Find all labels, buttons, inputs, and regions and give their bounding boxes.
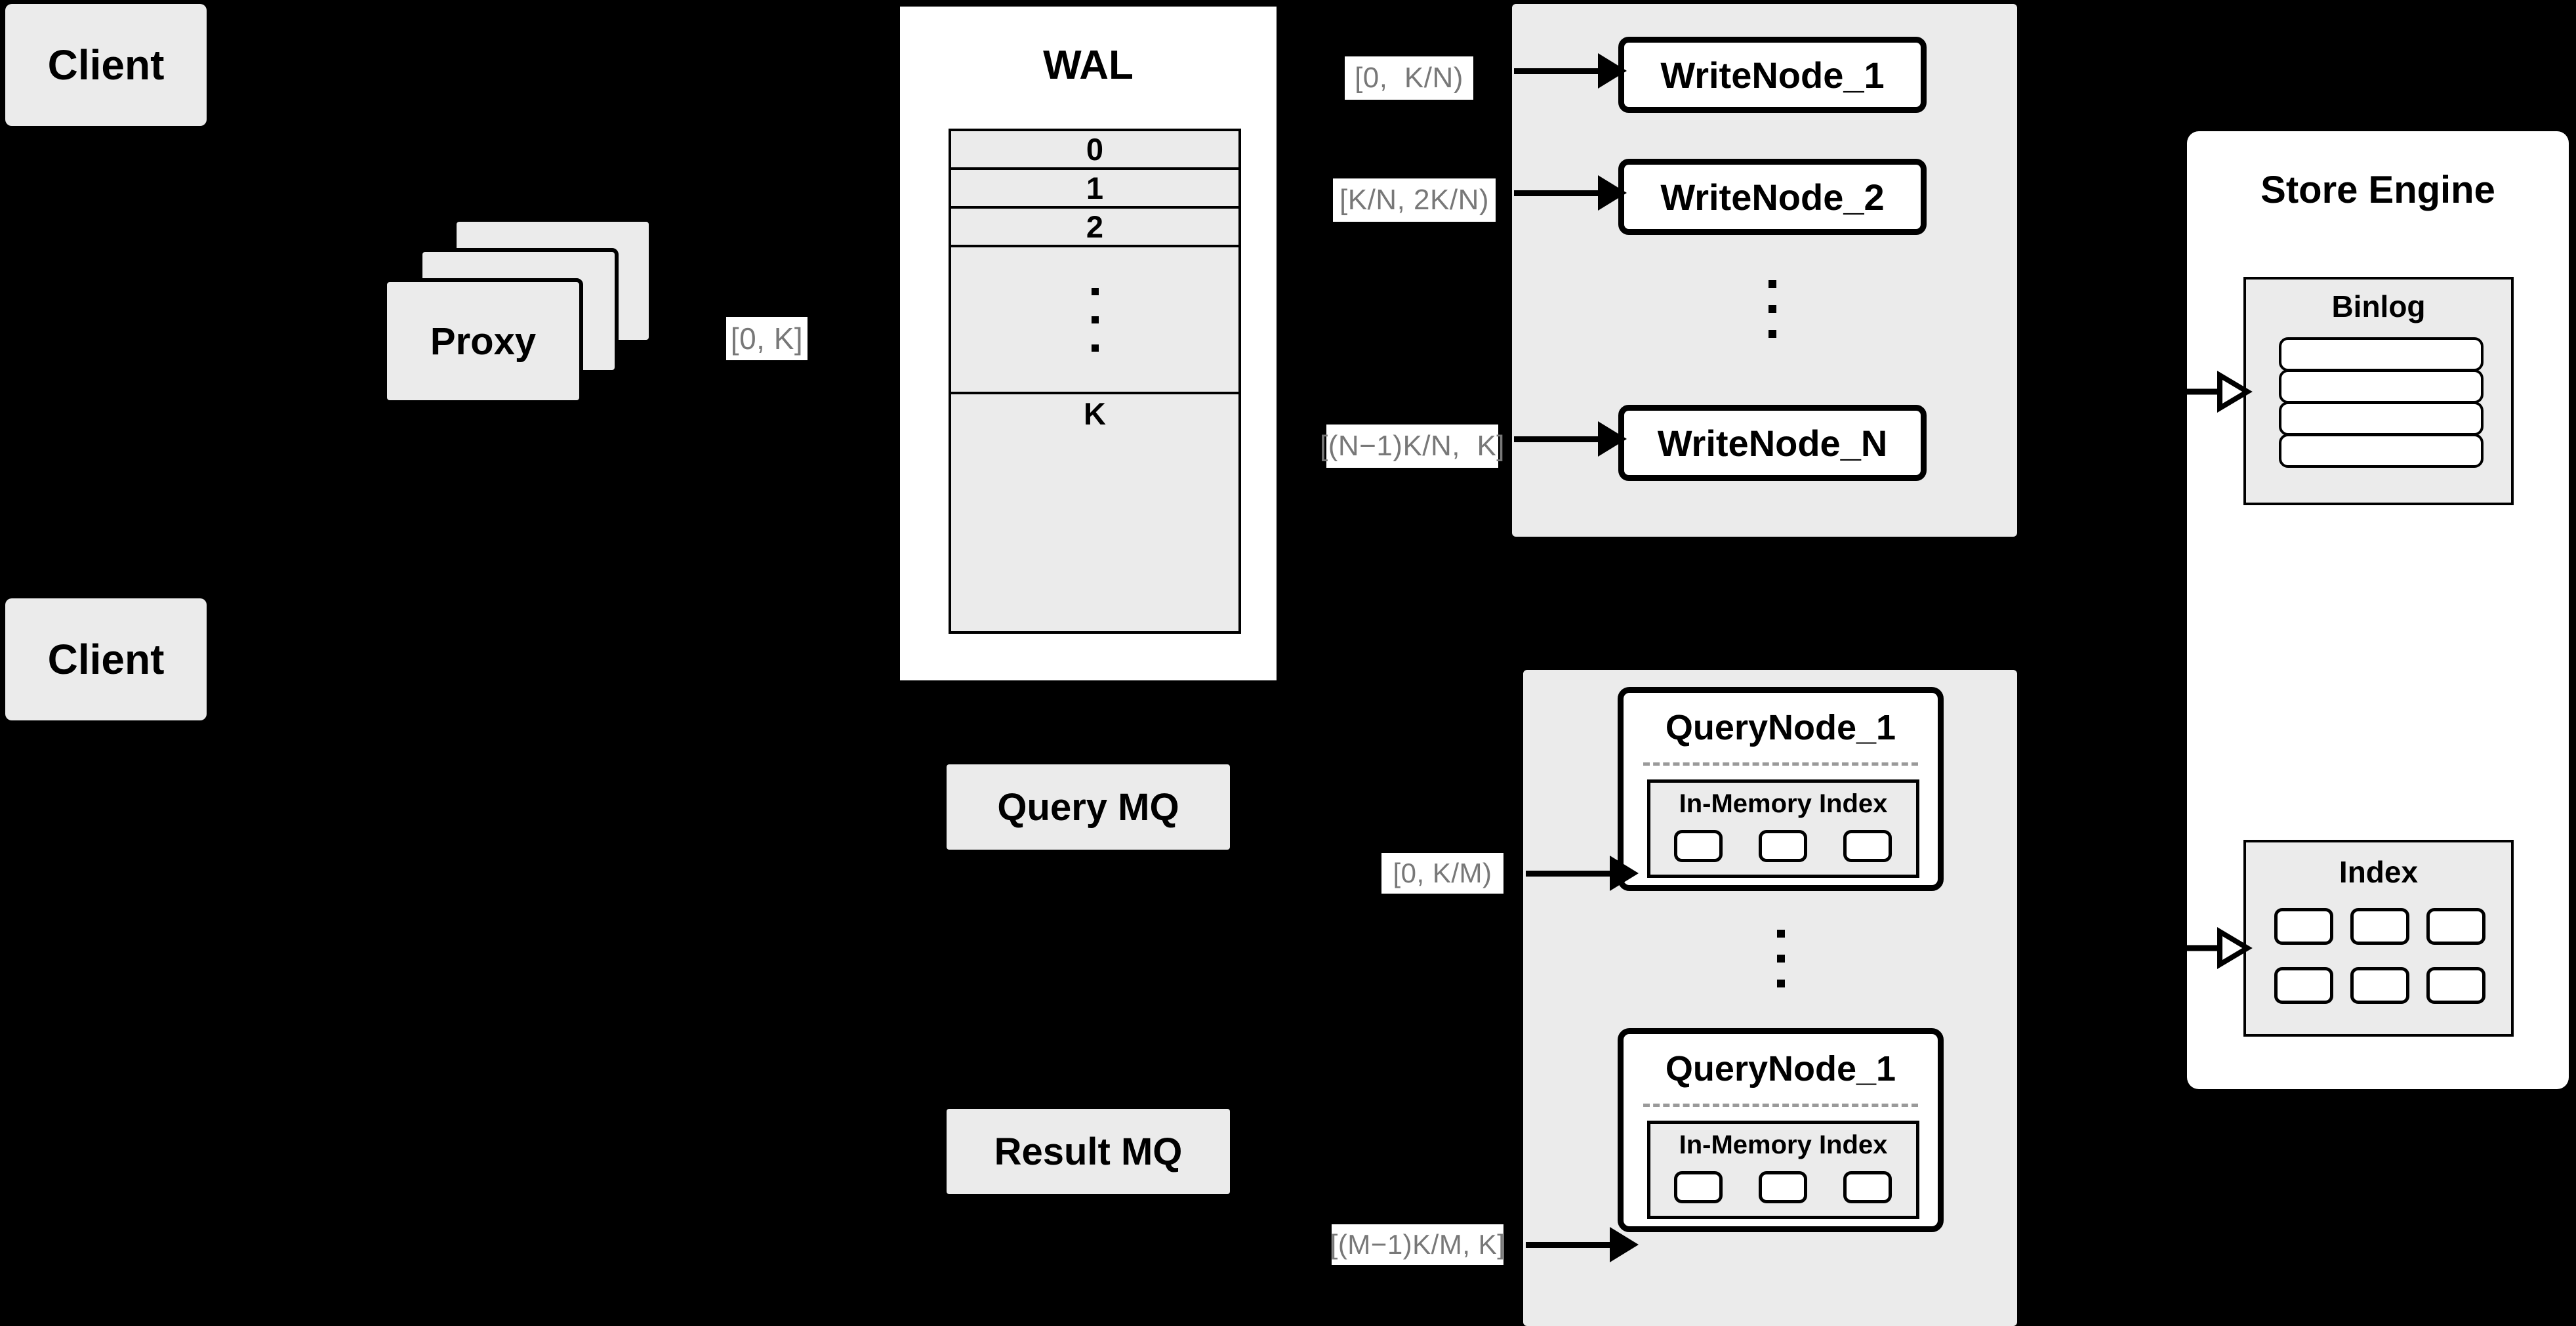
wal-title: WAL xyxy=(1043,43,1134,88)
in-memory-index-1: In-Memory Index xyxy=(1647,779,1919,878)
edge-label-write-node-1-text: [0, K/N) xyxy=(1355,62,1463,94)
binlog-row-3[interactable] xyxy=(2279,402,2484,436)
index-cell-6[interactable] xyxy=(2426,967,2485,1004)
write-node-1[interactable]: WriteNode_1 xyxy=(1618,37,1927,113)
query-node-m[interactable]: QueryNode_1 In-Memory Index xyxy=(1618,1028,1944,1232)
write-cluster-ellipsis xyxy=(1618,260,1927,358)
edge-label-write-node-n: [(N−1)K/N, K] xyxy=(1320,425,1505,468)
arrow-head-write-node-1 xyxy=(1598,53,1627,89)
open-arrowhead-binlog xyxy=(2217,370,2253,413)
in-memory-index-m-cell-3[interactable] xyxy=(1843,1171,1892,1203)
index-cell-3[interactable] xyxy=(2426,908,2485,945)
edge-label-proxy-to-wal: [0, K] xyxy=(726,317,808,360)
edge-label-query-node-1: [0, K/M) xyxy=(1381,853,1503,894)
index-cell-5[interactable] xyxy=(2350,967,2409,1004)
result-mq-label: Result MQ xyxy=(994,1130,1183,1173)
edge-label-query-node-m: [(M−1)K/M, K] xyxy=(1330,1224,1505,1265)
binlog-title: Binlog xyxy=(2331,289,2426,323)
index-box: Index xyxy=(2243,840,2514,1037)
edge-label-write-node-2-text: [K/N, 2K/N) xyxy=(1339,184,1489,216)
result-mq-node[interactable]: Result MQ xyxy=(947,1109,1230,1194)
query-cluster-ellipsis xyxy=(1618,909,1944,1008)
query-cluster-panel: QueryNode_1 In-Memory Index QueryNode_1 … xyxy=(1523,670,2017,1326)
query-node-1-label: QueryNode_1 xyxy=(1665,708,1896,747)
binlog-row-2[interactable] xyxy=(2279,369,2484,404)
wal-row-2-label: 2 xyxy=(1086,209,1104,244)
query-node-1-separator xyxy=(1643,762,1918,766)
edge-label-query-node-1-text: [0, K/M) xyxy=(1393,858,1492,888)
client-node-1-label: Client xyxy=(47,41,165,89)
wal-row-k[interactable]: K xyxy=(951,394,1238,433)
store-engine-title: Store Engine xyxy=(2260,169,2495,211)
wal-row-2[interactable]: 2 xyxy=(951,209,1238,247)
arrow-to-index xyxy=(2187,926,2253,970)
index-cell-1[interactable] xyxy=(2274,908,2333,945)
client-node-2[interactable]: Client xyxy=(5,598,207,720)
in-memory-index-m: In-Memory Index xyxy=(1647,1121,1919,1219)
arrow-head-write-node-n xyxy=(1598,421,1627,457)
write-node-1-label: WriteNode_1 xyxy=(1660,54,1885,96)
index-title: Index xyxy=(2339,855,2419,889)
arrow-shaft-write-node-2 xyxy=(1514,190,1605,196)
wal-row-0[interactable]: 0 xyxy=(951,131,1238,170)
edge-label-write-node-1: [0, K/N) xyxy=(1345,56,1473,100)
edge-label-query-node-m-text: [(M−1)K/M, K] xyxy=(1330,1229,1505,1260)
proxy-card-front[interactable]: Proxy xyxy=(383,278,583,404)
index-cell-4[interactable] xyxy=(2274,967,2333,1004)
in-memory-index-m-title: In-Memory Index xyxy=(1679,1130,1888,1159)
in-memory-index-m-cell-2[interactable] xyxy=(1759,1171,1807,1203)
binlog-row-1[interactable] xyxy=(2279,337,2484,371)
open-arrowhead-index xyxy=(2217,926,2253,970)
edge-label-write-node-2: [K/N, 2K/N) xyxy=(1333,178,1496,222)
arrow-to-binlog xyxy=(2187,370,2253,413)
write-node-n[interactable]: WriteNode_N xyxy=(1618,405,1927,481)
arrow-shaft-query-node-1 xyxy=(1526,871,1616,877)
in-memory-index-1-cell-1[interactable] xyxy=(1674,830,1723,862)
store-engine-panel: Store Engine Binlog Index xyxy=(2187,131,2569,1089)
client-node-2-label: Client xyxy=(47,636,165,683)
in-memory-index-1-cell-3[interactable] xyxy=(1843,830,1892,862)
proxy-label: Proxy xyxy=(430,320,537,363)
wal-row-k-label: K xyxy=(1084,396,1106,431)
wal-row-ellipsis xyxy=(951,247,1238,394)
wal-row-1[interactable]: 1 xyxy=(951,170,1238,209)
write-node-n-label: WriteNode_N xyxy=(1657,422,1888,464)
arrow-head-write-node-2 xyxy=(1598,175,1627,211)
arrow-head-query-node-m xyxy=(1610,1227,1639,1262)
arrow-head-query-node-1 xyxy=(1610,856,1639,891)
index-cell-2[interactable] xyxy=(2350,908,2409,945)
binlog-row-4[interactable] xyxy=(2279,434,2484,468)
query-node-1[interactable]: QueryNode_1 In-Memory Index xyxy=(1618,687,1944,891)
write-node-2[interactable]: WriteNode_2 xyxy=(1618,159,1927,235)
in-memory-index-1-cell-2[interactable] xyxy=(1759,830,1807,862)
wal-row-1-label: 1 xyxy=(1086,171,1104,205)
arrow-shaft-write-node-1 xyxy=(1514,68,1605,74)
write-node-2-label: WriteNode_2 xyxy=(1660,176,1885,218)
proxy-stack[interactable]: Proxy xyxy=(380,210,669,433)
query-node-m-separator xyxy=(1643,1104,1918,1107)
in-memory-index-1-title: In-Memory Index xyxy=(1679,789,1888,818)
query-mq-label: Query MQ xyxy=(997,785,1179,829)
wal-row-0-label: 0 xyxy=(1086,132,1104,167)
wal-entry-table: 0 1 2 K xyxy=(949,129,1241,634)
edge-label-proxy-to-wal-text: [0, K] xyxy=(730,321,804,356)
arrow-shaft-write-node-n xyxy=(1514,436,1605,442)
in-memory-index-m-cell-1[interactable] xyxy=(1674,1171,1723,1203)
query-node-m-label: QueryNode_1 xyxy=(1665,1049,1896,1088)
edge-label-write-node-n-text: [(N−1)K/N, K] xyxy=(1319,430,1505,462)
client-node-1[interactable]: Client xyxy=(5,4,207,126)
write-cluster-panel: WriteNode_1 WriteNode_2 WriteNode_N xyxy=(1512,4,2017,537)
binlog-box: Binlog xyxy=(2243,277,2514,505)
query-mq-node[interactable]: Query MQ xyxy=(947,764,1230,850)
wal-panel: WAL 0 1 2 K xyxy=(896,3,1280,684)
arrow-shaft-query-node-m xyxy=(1526,1242,1616,1248)
